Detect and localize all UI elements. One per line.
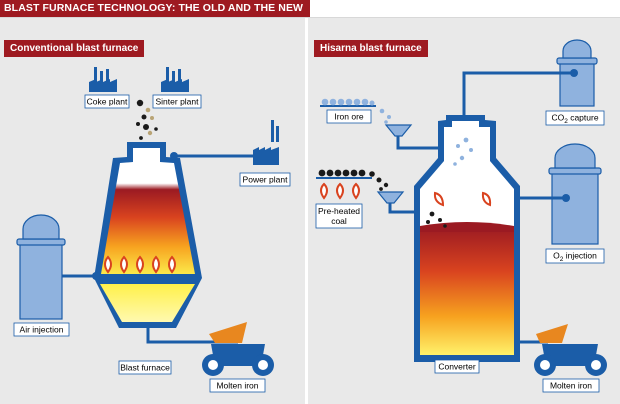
converter-label: Converter — [438, 362, 475, 372]
left-molten-iron-label-box — [209, 378, 266, 393]
iron-ore-label: Iron ore — [334, 112, 364, 122]
page-title: BLAST FURNACE TECHNOLOGY: THE OLD AND TH… — [0, 0, 311, 17]
title-bar: BLAST FURNACE TECHNOLOGY: THE OLD AND TH… — [0, 0, 620, 18]
air-injection-label: Air injection — [20, 325, 64, 335]
sinter-plant-label: Sinter plant — [156, 97, 200, 107]
right-molten-iron-label-box — [542, 378, 600, 393]
coal-tray — [316, 169, 389, 191]
hisarna-heading: Hisarna blast furnace — [314, 40, 428, 57]
co2-capture-label-box — [545, 110, 605, 126]
co2-capture-tank — [462, 39, 598, 115]
converter-label-box — [434, 359, 480, 374]
air-injection-label-box — [13, 322, 70, 337]
power-plant-icon — [253, 120, 279, 165]
coal-hopper — [376, 191, 424, 214]
power-plant-pipe — [170, 152, 253, 160]
blast-furnace-shape — [94, 142, 202, 328]
o2-injection-label-box — [545, 248, 605, 264]
preheated-coal-label-line2: coal — [331, 216, 347, 226]
preheated-coal-label-line1: Pre-heated — [318, 206, 360, 216]
left-molten-iron-label: Molten iron — [216, 381, 258, 391]
left-tap-pipe — [146, 322, 247, 344]
co2-capture-label: CO2 capture — [551, 113, 598, 126]
sinter-plant-icon — [161, 67, 189, 92]
iron-ore-label-box — [326, 109, 372, 124]
conventional-heading: Conventional blast furnace — [4, 40, 145, 57]
preheat-flames — [320, 182, 360, 200]
preheated-coal-label-box — [315, 203, 363, 229]
blast-furnace-label-box — [118, 360, 172, 375]
coke-plant-icon — [89, 67, 117, 92]
iron-ore-tray — [320, 98, 391, 124]
right-ladle-icon — [534, 344, 607, 376]
right-tap-pipe — [514, 324, 568, 344]
power-plant-label-box — [239, 172, 291, 187]
power-plant-label: Power plant — [243, 175, 289, 185]
burner-flames — [104, 255, 176, 274]
o2-injection-tank — [520, 143, 602, 245]
blast-furnace-label: Blast furnace — [120, 363, 170, 373]
ore-hopper — [384, 124, 440, 150]
air-injection-tank — [16, 214, 100, 320]
converter-shape — [414, 115, 520, 362]
coke-plant-label-box — [84, 94, 130, 109]
left-ladle-icon — [202, 344, 274, 376]
sinter-plant-label-box — [152, 94, 202, 109]
o2-injection-label: O2 injection — [553, 251, 597, 264]
coke-plant-label: Coke plant — [87, 97, 128, 107]
right-molten-iron-label: Molten iron — [550, 381, 592, 391]
